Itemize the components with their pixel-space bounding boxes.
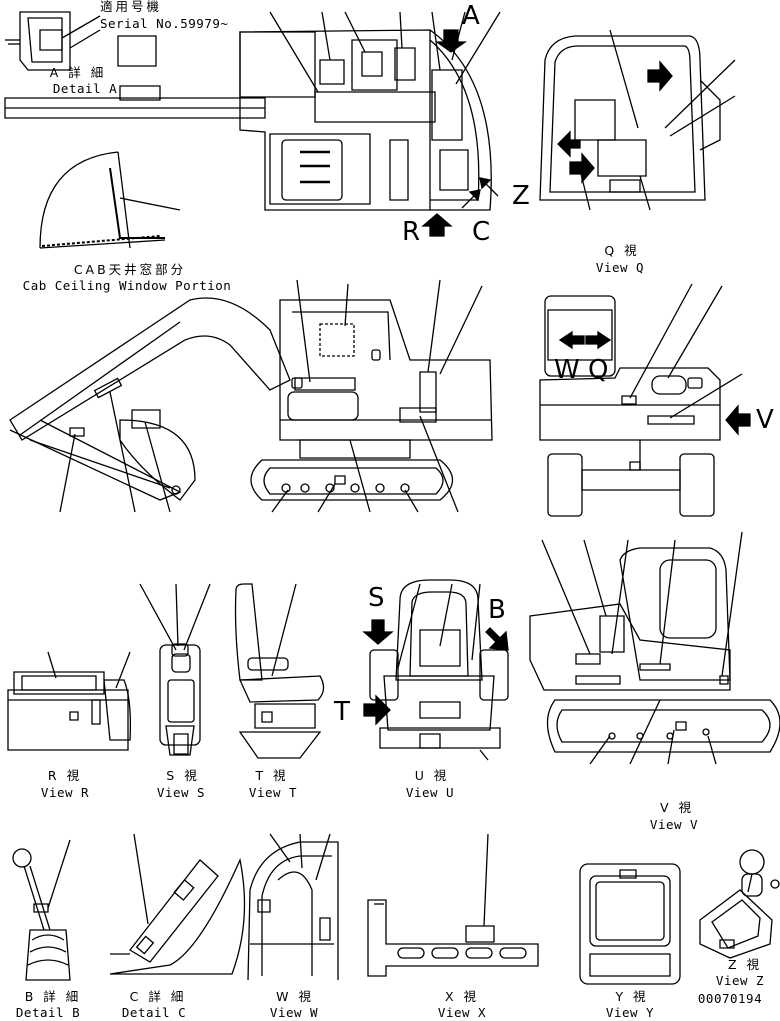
view-q-label-jp: Q 視 xyxy=(604,243,640,258)
arrow-q-1 xyxy=(648,62,672,90)
view-w-label: View W xyxy=(269,1005,319,1020)
view-y-drawing xyxy=(580,864,680,984)
view-s-label: View S xyxy=(156,785,206,800)
view-z-drawing xyxy=(700,850,779,958)
rear-view-drawing xyxy=(540,284,742,516)
view-x-label-jp: X 視 xyxy=(444,989,480,1004)
arrow-z xyxy=(480,178,498,196)
letter-c: C xyxy=(472,217,491,247)
detail-b-label: Detail B xyxy=(15,1005,81,1020)
view-y-label-jp: Y 視 xyxy=(615,989,649,1004)
serial-number: Serial No.59979~ xyxy=(100,16,229,31)
arrow-w-right xyxy=(586,332,610,348)
detail-b-label-jp: B 詳 細 xyxy=(24,989,82,1004)
drawing-number: 00070194 xyxy=(697,991,763,1006)
letter-b: B xyxy=(488,595,507,625)
detail-c-label: Detail C xyxy=(121,1005,187,1020)
applicable-serial-jp: 適用号機 xyxy=(100,0,163,14)
arrow-c xyxy=(462,190,480,208)
arrow-v xyxy=(726,406,750,434)
arrow-q-2 xyxy=(558,132,580,156)
view-w-label-jp: W 視 xyxy=(276,989,314,1004)
view-s-drawing xyxy=(140,584,210,755)
rear-perspective-drawing xyxy=(530,532,780,764)
cab-ceiling-window-drawing xyxy=(40,152,180,248)
view-w-drawing xyxy=(248,834,338,980)
letter-t: T xyxy=(334,697,351,727)
detail-a-label-jp: A 詳 細 xyxy=(49,65,107,80)
letter-z: Z xyxy=(512,181,531,211)
arrow-a xyxy=(437,30,465,52)
view-x-drawing xyxy=(368,834,538,976)
view-u-label: View U xyxy=(405,785,455,800)
detail-c-drawing xyxy=(110,834,245,974)
arrow-b xyxy=(486,628,508,650)
letter-w: W xyxy=(554,355,581,385)
machine-side-view xyxy=(10,280,492,512)
letter-s: S xyxy=(368,583,386,613)
cab-ceiling-label-jp: CAB天井窓部分 xyxy=(73,262,187,277)
view-q-drawing xyxy=(540,30,735,210)
view-t-drawing xyxy=(236,584,324,758)
view-t-label: View T xyxy=(248,785,298,800)
letter-q: Q xyxy=(588,355,609,385)
view-u-drawing xyxy=(370,580,508,760)
view-s-label-jp: S 視 xyxy=(166,768,200,783)
arrow-w-left xyxy=(560,332,584,348)
detail-b-drawing xyxy=(13,840,70,980)
view-x-label: View X xyxy=(437,1005,487,1020)
machine-top-view xyxy=(5,12,500,210)
view-r-label-jp: R 視 xyxy=(47,768,83,783)
letter-a: A xyxy=(462,1,481,31)
view-r-label: View R xyxy=(40,785,90,800)
view-v-label: View V xyxy=(649,817,699,832)
arrow-r xyxy=(423,214,451,236)
arrow-s xyxy=(364,620,392,644)
detail-a-drawing xyxy=(5,12,156,70)
view-q-label: View Q xyxy=(595,260,645,275)
letter-v: V xyxy=(756,405,775,435)
view-u-label-jp: U 視 xyxy=(414,768,450,783)
view-r-drawing xyxy=(8,652,130,750)
letter-r: R xyxy=(402,217,421,247)
view-y-label: View Y xyxy=(605,1005,655,1020)
view-v-label-jp: V 視 xyxy=(659,800,695,815)
detail-a-label: Detail A xyxy=(52,81,118,96)
view-z-label: View Z xyxy=(715,973,765,988)
arrow-t xyxy=(364,696,390,724)
view-t-label-jp: T 視 xyxy=(255,768,289,783)
arrow-q-3 xyxy=(570,154,594,182)
detail-c-label-jp: C 詳 細 xyxy=(129,989,187,1004)
cab-ceiling-label: Cab Ceiling Window Portion xyxy=(22,278,232,293)
view-z-label-jp: Z 視 xyxy=(727,957,763,972)
